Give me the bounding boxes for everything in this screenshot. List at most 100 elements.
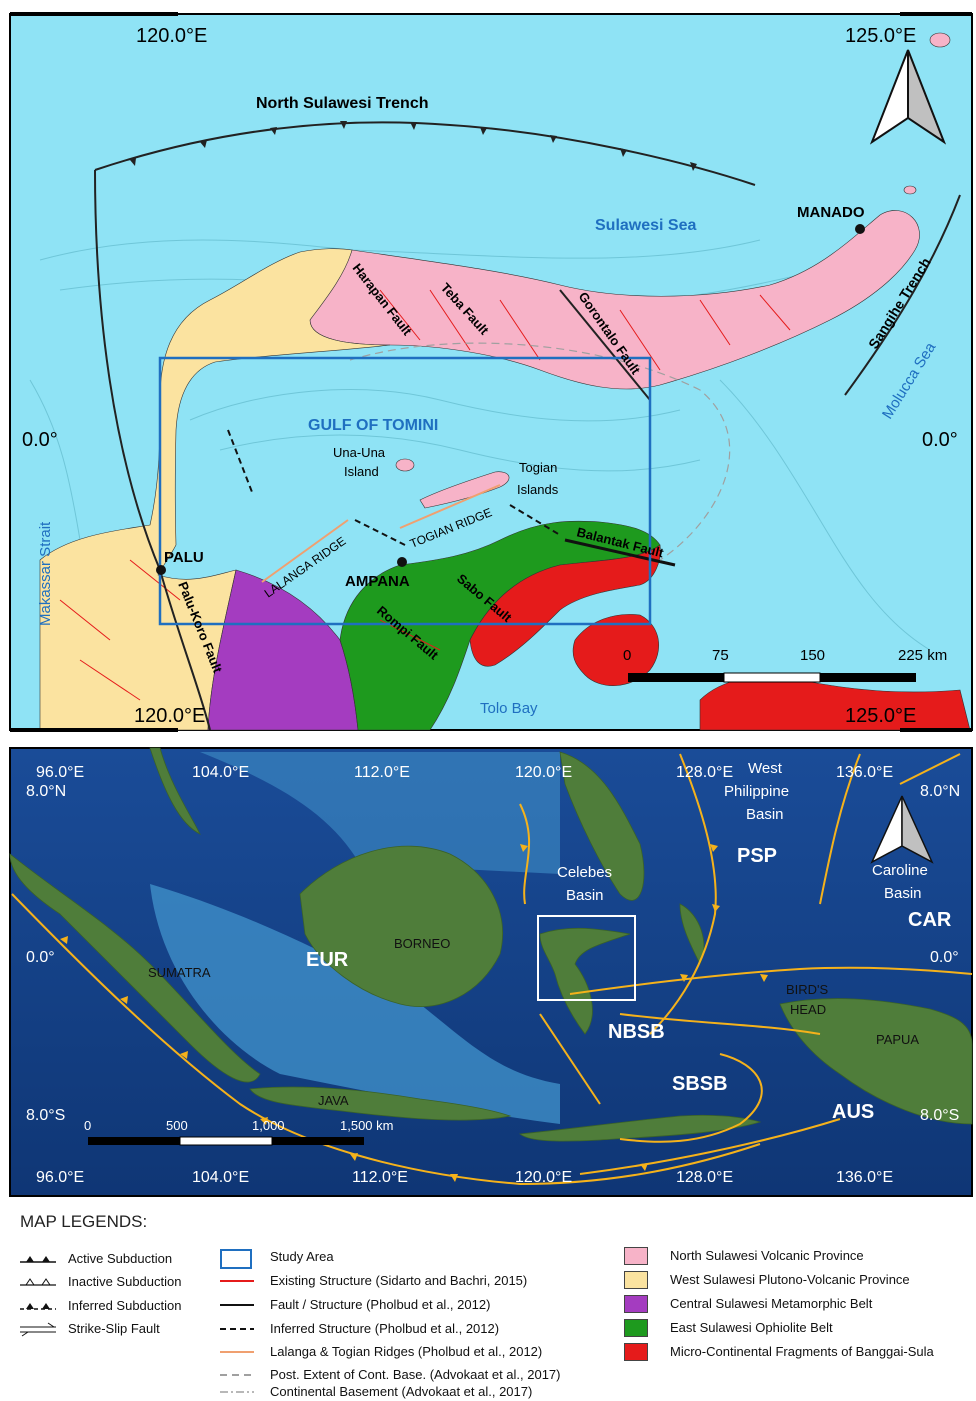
psp-label: PSP (737, 845, 777, 867)
small-island (903, 185, 917, 195)
aus-label: AUS (832, 1101, 874, 1123)
nusa-tenggara-landmass (518, 1114, 762, 1142)
inferred-subduction-icon (20, 1303, 56, 1310)
head-label: HEAD (790, 1002, 826, 1017)
bottom-lat-8s-left: 8.0°S (26, 1107, 65, 1124)
legend-banggai-sula: Micro-Continental Fragments of Banggai-S… (670, 1344, 934, 1359)
new-guinea-landmass (779, 998, 973, 1125)
caroline-label: Caroline (872, 862, 928, 879)
top-lon-120-bottom: 120.0°E (134, 705, 205, 727)
tolo-bay-label: Tolo Bay (480, 700, 538, 717)
inferred-structures (227, 429, 561, 546)
malay-peninsula-landmass (149, 747, 201, 835)
top-lon-125-top: 125.0°E (845, 25, 916, 47)
top-scale-bar (628, 672, 916, 683)
bottom-top-lon-120: 120.0°E (515, 764, 572, 781)
landmasses (9, 747, 973, 1142)
philippines-landmass (559, 751, 645, 901)
bathymetry-contours (29, 239, 931, 651)
bottom-top-lon-112: 112.0°E (354, 764, 410, 781)
bottom-lat-0-left: 0.0° (26, 949, 55, 966)
top-scale-tick-225: 225 km (898, 647, 947, 664)
legend-existing-structure: Existing Structure (Sidarto and Bachri, … (270, 1273, 528, 1288)
central-sulawesi-swatch (624, 1295, 648, 1313)
banggai-sula-fragment-main (469, 544, 661, 667)
gulf-of-tomini-label: GULF OF TOMINI (308, 417, 438, 434)
ridges (261, 484, 501, 583)
sangihe-island (929, 32, 951, 48)
strike-slip-fault-icon (20, 1322, 56, 1337)
eur-label: EUR (306, 949, 349, 971)
top-scale-tick-75: 75 (712, 647, 729, 664)
una-una-island-label: Island (344, 464, 379, 479)
bottom-bot-lon-104: 104.0°E (192, 1169, 249, 1186)
philippine-label: Philippine (724, 783, 789, 800)
fault-structure-icon (220, 1304, 254, 1306)
celebes-basin-label: Basin (566, 887, 604, 904)
papua-label: PAPUA (876, 1032, 919, 1047)
bottom-top-lon-136: 136.0°E (836, 764, 893, 781)
top-scale-tick-0: 0 (623, 647, 631, 664)
bottom-bot-lon-120: 120.0°E (515, 1169, 572, 1186)
frame-ticks (10, 12, 972, 732)
legend-central-sulawesi: Central Sulawesi Metamorphic Belt (670, 1296, 873, 1311)
north-arrow-icon (869, 49, 947, 145)
palu-koro-fault-line (94, 169, 211, 731)
bottom-bot-lon-112: 112.0°E (352, 1169, 408, 1186)
philippine-basin-label: Basin (746, 806, 784, 823)
makassar-strait-label: Makassar Strait (37, 521, 54, 626)
south-china-sea-shelf (200, 752, 560, 874)
bottom-lat-0-right: 0.0° (930, 949, 959, 966)
bottom-scale-bar (88, 1136, 364, 1146)
manado-label: MANADO (797, 204, 865, 221)
north-sulawesi-trench-line (94, 121, 756, 186)
celebes-label: Celebes (557, 864, 612, 881)
west-sulawesi-swatch (624, 1271, 648, 1289)
bottom-bot-lon-128: 128.0°E (676, 1169, 733, 1186)
legend-west-sulawesi: West Sulawesi Plutono-Volcanic Province (670, 1272, 910, 1287)
bottom-lat-8n-left: 8.0°N (26, 783, 66, 800)
bottom-bot-lon-96: 96.0°E (36, 1169, 84, 1186)
sangihe-trench-line (844, 194, 961, 396)
sunda-shelf (150, 884, 560, 1124)
java-label: JAVA (318, 1093, 349, 1108)
post-extent-icon (220, 1374, 254, 1376)
sumatra-landmass (9, 853, 261, 1083)
north-sulawesi-swatch (624, 1247, 648, 1265)
togian-islands-label: Islands (517, 482, 559, 497)
legend-fault-structure: Fault / Structure (Pholbud et al., 2012) (270, 1297, 491, 1312)
sumatra-label: SUMATRA (148, 965, 211, 980)
caroline-basin-label: Basin (884, 885, 922, 902)
continental-basement-icon (220, 1391, 254, 1393)
legend-inactive-subduction: Inactive Subduction (68, 1274, 182, 1289)
top-scale-tick-150: 150 (800, 647, 825, 664)
ampana-city-marker (397, 557, 407, 567)
ridges-icon (220, 1351, 254, 1353)
palu-city-marker (156, 565, 166, 575)
togian-label: Togian (519, 460, 557, 475)
palu-label: PALU (164, 549, 204, 566)
top-lon-125-bottom: 125.0°E (845, 705, 916, 727)
una-una-label: Una-Una (333, 445, 386, 460)
legend-inferred-structure: Inferred Structure (Pholbud et al., 2012… (270, 1321, 500, 1336)
north-sulawesi-trench-label: North Sulawesi Trench (256, 95, 428, 112)
banggai-sula-swatch (624, 1343, 648, 1361)
study-area-icon (220, 1249, 252, 1269)
active-subduction-icon (20, 1256, 56, 1263)
top-lon-120-top: 120.0°E (136, 25, 207, 47)
bottom-lat-8n-right: 8.0°N (920, 783, 960, 800)
bottom-scale-tick-1500: 1,500 km (340, 1118, 393, 1133)
top-lat-left: 0.0° (22, 429, 58, 451)
legend-post-extent: Post. Extent of Cont. Base. (Advokaat et… (270, 1367, 561, 1382)
indonesia-tectonic-map-svg: 0 500 1,000 1,500 km 96.0°E 104.0°E 112.… (9, 747, 973, 1197)
java-landmass (249, 1086, 512, 1121)
manado-city-marker (855, 224, 865, 234)
legend-inferred-subduction: Inferred Subduction (68, 1298, 182, 1313)
una-una-island (395, 458, 415, 472)
legend-study-area: Study Area (270, 1249, 334, 1264)
inferred-structure-icon (220, 1328, 254, 1330)
sbsb-label: SBSB (672, 1073, 728, 1095)
ampana-label: AMPANA (345, 573, 410, 590)
inactive-subduction-icon (20, 1278, 56, 1286)
north-sulawesi-volcanic-province (309, 210, 920, 390)
